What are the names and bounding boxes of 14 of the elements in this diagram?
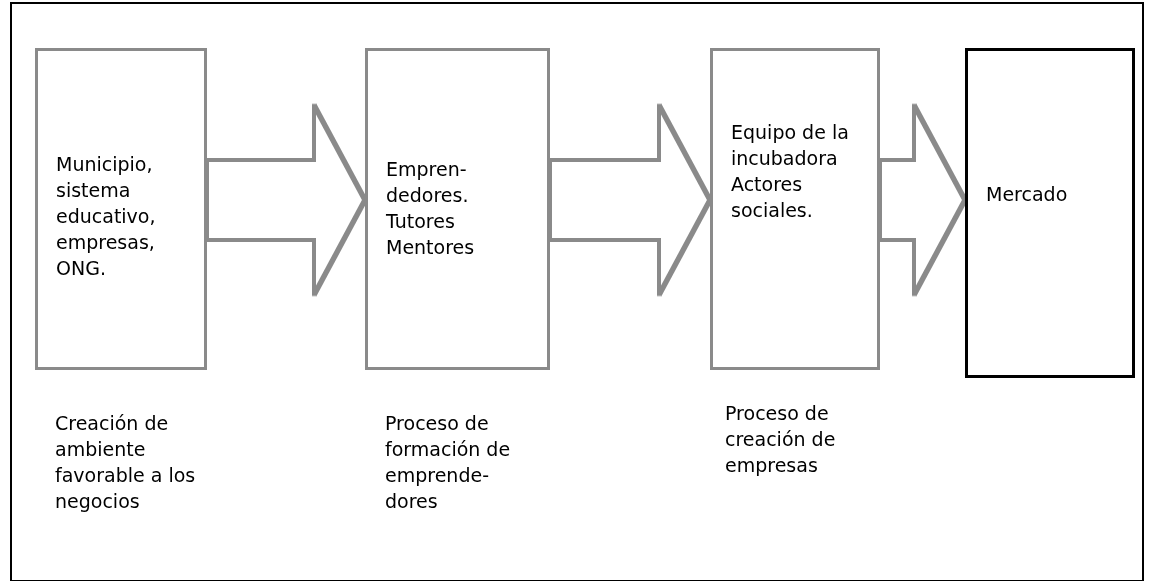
block-arrow	[550, 105, 710, 295]
process-box	[35, 48, 207, 370]
caption-text: Proceso de creación de empresas	[725, 401, 837, 478]
block-arrow	[880, 105, 965, 295]
process-box	[365, 48, 550, 370]
process-box	[710, 48, 880, 370]
process-box	[965, 48, 1135, 378]
box-text: Mercado	[986, 182, 1069, 207]
box-text: Municipio, sistema educativo, empresas, ONG.	[56, 152, 157, 281]
caption-text: Creación de ambiente favorable a los negocios	[55, 411, 197, 514]
box-text: Equipo de la incubadora Actores sociales.	[731, 120, 850, 223]
caption-text: Proceso de formación de emprende-dores	[385, 411, 512, 514]
box-text: Empren-dedores. Tutores Mentores	[386, 157, 476, 260]
block-arrow	[207, 105, 365, 295]
